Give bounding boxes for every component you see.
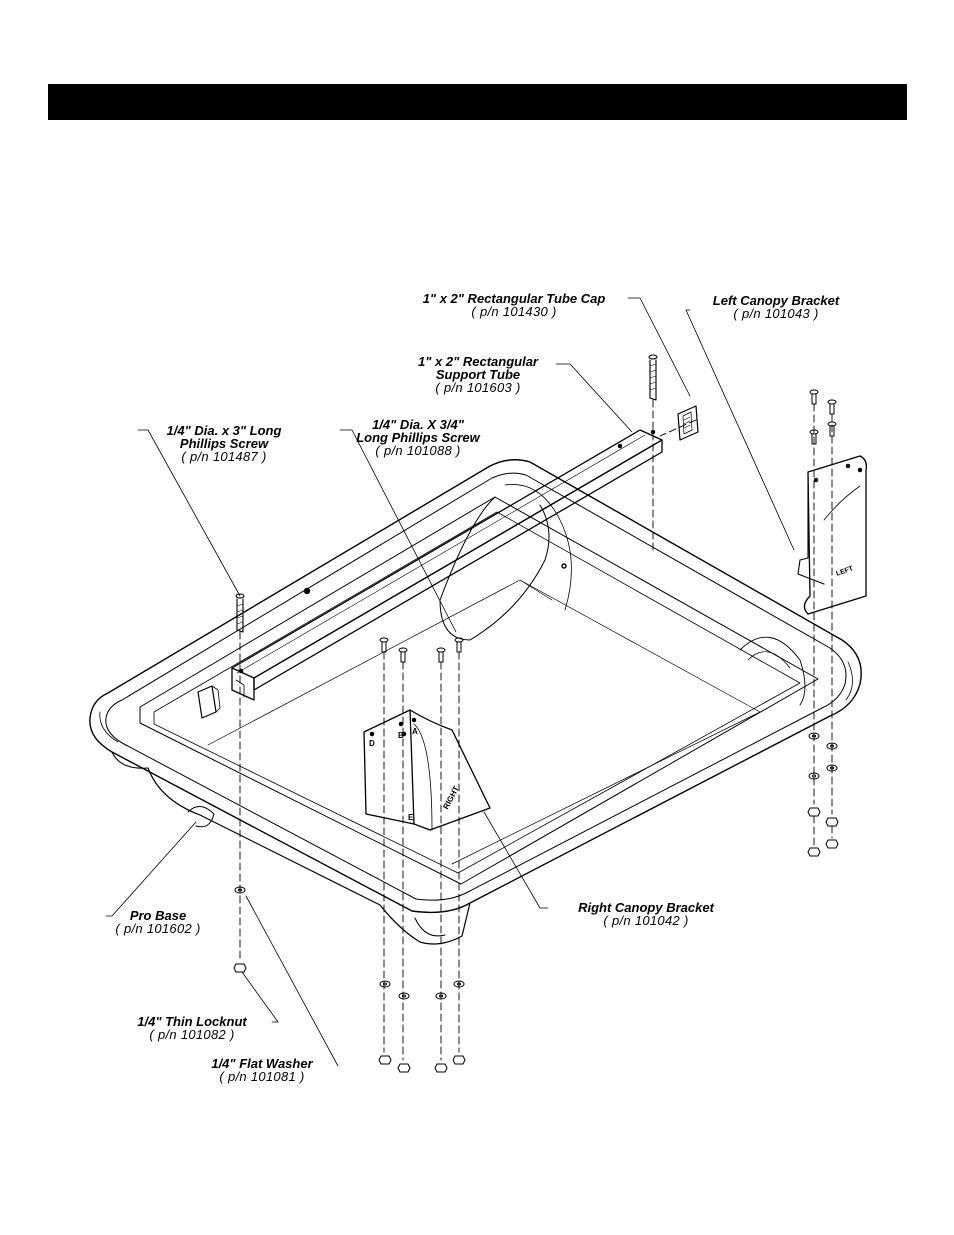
right-bracket-letter-d: D (369, 739, 375, 748)
header-bar (48, 84, 907, 120)
right-canopy-bracket-pn: ( p/n 101042 ) (603, 913, 689, 928)
right-bracket-letter-e: E (408, 813, 414, 822)
label-long-screw: 1/4" Dia. x 3" Long Phillips Screw ( p/n… (142, 424, 306, 463)
leader-lines (105, 297, 795, 1067)
support-tube-name-line2: Support Tube (435, 367, 521, 382)
locknut-pn: ( p/n 101082 ) (149, 1027, 235, 1042)
long-screw-right (648, 354, 658, 401)
label-tube-cap: 1" x 2" Rectangular Tube Cap ( p/n 10143… (400, 292, 628, 318)
label-locknut: 1/4" Thin Locknut ( p/n 101082 ) (114, 1015, 270, 1041)
left-canopy-bracket (797, 455, 868, 615)
label-pro-base: Pro Base ( p/n 101602 ) (96, 909, 220, 935)
long-screw-name-line2: Phillips Screw (179, 436, 269, 451)
support-tube-name-line1: 1" x 2" Rectangular (418, 354, 538, 369)
support-tube (231, 429, 663, 701)
pro-base-tub (89, 459, 862, 945)
tube-cap-left (197, 685, 221, 719)
left-bracket-side-text: LEFT (835, 565, 855, 578)
tube-cap-name: 1" x 2" Rectangular Tube Cap (422, 291, 606, 306)
support-tube-pn: ( p/n 101603 ) (435, 380, 521, 395)
label-right-canopy-bracket: Right Canopy Bracket ( p/n 101042 ) (556, 901, 736, 927)
tube-cap-pn: ( p/n 101430 ) (471, 304, 557, 319)
right-canopy-bracket-name: Right Canopy Bracket (578, 900, 714, 915)
right-canopy-bracket (363, 709, 491, 831)
left-canopy-bracket-pn: ( p/n 101043 ) (733, 306, 819, 321)
assembly-axis-lines (239, 399, 833, 1061)
short-screw-name-line1: 1/4" Dia. X 3/4" (372, 417, 464, 432)
pro-base-name: Pro Base (129, 908, 187, 923)
left-canopy-bracket-name: Left Canopy Bracket (712, 293, 840, 308)
long-screw-name-line1: 1/4" Dia. x 3" Long (166, 423, 282, 438)
pro-base-pn: ( p/n 101602 ) (115, 921, 201, 936)
label-support-tube: 1" x 2" Rectangular Support Tube ( p/n 1… (400, 355, 556, 394)
flat-washer-name: 1/4" Flat Washer (211, 1056, 313, 1071)
locknuts (233, 807, 839, 1073)
tube-cap-right (677, 405, 699, 441)
right-bracket-letter-b: B (398, 731, 404, 740)
flat-washer-pn: ( p/n 101081 ) (219, 1069, 305, 1084)
right-bracket-letter-a: A (412, 727, 418, 736)
long-screw-left (235, 593, 245, 633)
label-flat-washer: 1/4" Flat Washer ( p/n 101081 ) (188, 1057, 336, 1083)
right-bracket-side-text: RIGHT (441, 785, 461, 811)
label-short-screw: 1/4" Dia. X 3/4" Long Phillips Screw ( p… (336, 418, 500, 457)
short-screw-name-line2: Long Phillips Screw (356, 430, 480, 445)
label-left-canopy-bracket: Left Canopy Bracket ( p/n 101043 ) (694, 294, 858, 320)
short-screw-pn: ( p/n 101088 ) (375, 443, 461, 458)
locknut-name: 1/4" Thin Locknut (137, 1014, 247, 1029)
flat-washers (234, 732, 838, 1000)
long-screw-pn: ( p/n 101487 ) (181, 449, 267, 464)
